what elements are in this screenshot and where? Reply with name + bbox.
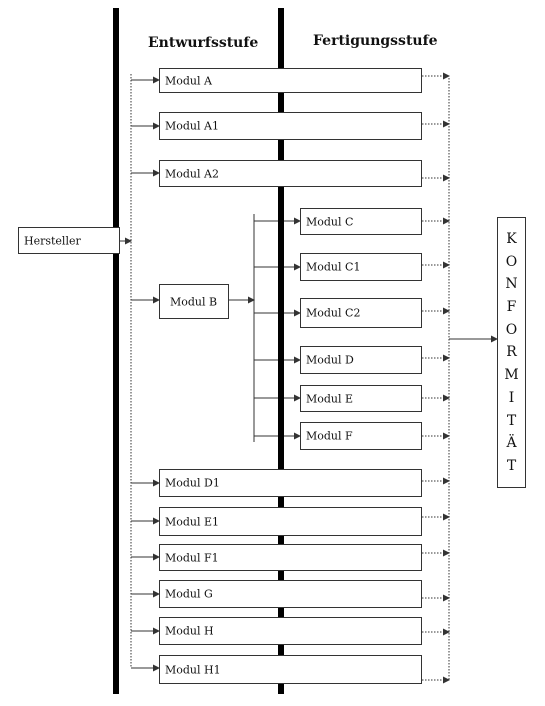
module-a2-label: Modul A2 [165,167,219,180]
module-c1-label: Modul C1 [306,260,361,274]
manufacturer-label: Hersteller [24,234,81,247]
module-h1-label: Modul H1 [165,663,221,676]
conformity-letter: F [506,299,517,316]
module-h-label: Modul H [165,624,214,638]
module-b-box: Modul B [159,284,229,319]
conformity-letter: R [506,344,517,361]
module-a-label: Modul A [165,74,212,87]
conformity-letter: T [506,412,517,429]
conformity-letter: O [505,253,518,270]
module-e1-box: Modul E1 [159,507,422,536]
conformity-letter: K [506,231,517,247]
module-a-box: Modul A [159,68,422,93]
conformity-letter: N [505,276,518,293]
conformity-letter: O [505,321,518,338]
module-a1-label: Modul A1 [165,119,219,133]
conformity-letter: I [508,389,515,406]
production-stage-header: Fertigungsstufe [313,33,438,49]
module-f1-label: Modul F1 [165,551,219,564]
module-h-box: Modul H [159,617,422,645]
conformity-letter: M [504,367,519,384]
module-f-label: Modul F [306,429,353,443]
module-f-box: Modul F [300,422,422,450]
module-g-label: Modul G [165,587,213,601]
module-c-box: Modul C [300,208,422,235]
module-e-box: Modul E [300,385,422,412]
module-e-label: Modul E [306,392,354,405]
module-h1-box: Modul H1 [159,655,422,684]
module-g-box: Modul G [159,580,422,608]
module-f1-box: Modul F1 [159,544,422,571]
module-a2-box: Modul A2 [159,160,422,187]
module-e1-label: Modul E1 [165,515,220,528]
module-c2-label: Modul C2 [306,306,361,320]
conformity-letter: Ä [506,435,517,452]
module-b-label: Modul B [170,295,218,308]
module-a1-box: Modul A1 [159,112,422,140]
module-c1-box: Modul C1 [300,253,422,281]
manufacturer-box: Hersteller [18,227,120,254]
module-d-box: Modul D [300,346,422,374]
module-d-label: Modul D [306,353,354,367]
conformity-box: K O N F O R M I T Ä T [497,217,526,488]
module-d1-label: Modul D1 [165,476,220,490]
design-stage-header: Entwurfsstufe [148,35,259,51]
module-d1-box: Modul D1 [159,469,422,497]
module-c2-box: Modul C2 [300,298,422,328]
conformity-letter: T [506,457,517,474]
module-c-label: Modul C [306,215,354,228]
